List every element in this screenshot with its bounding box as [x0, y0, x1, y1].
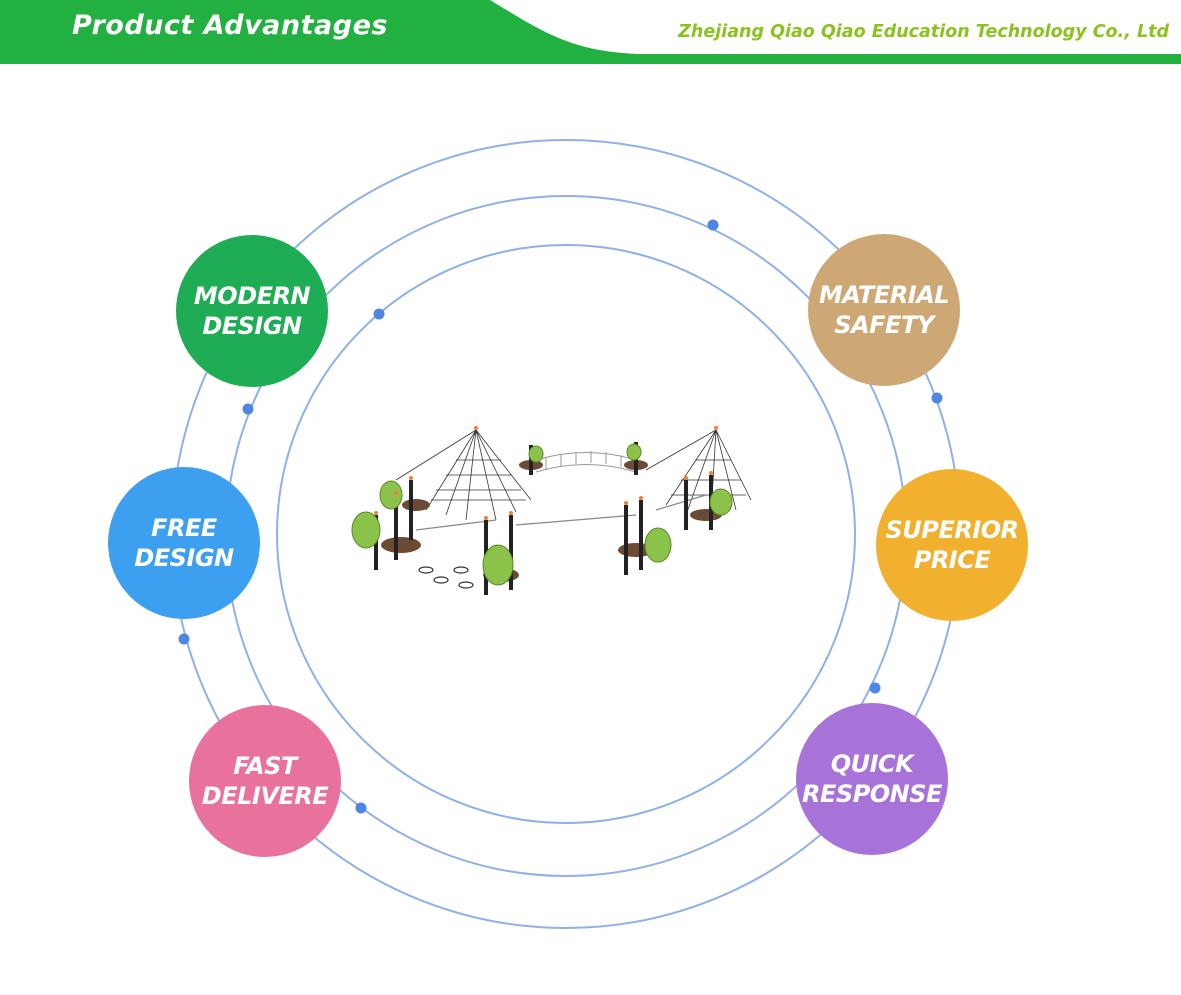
playground-equipment-image — [351, 426, 752, 595]
badge-quick-response: QUICK RESPONSE — [796, 703, 948, 855]
badge-material-safety: MATERIAL SAFETY — [808, 234, 960, 386]
ring-dot — [242, 403, 254, 415]
badge-line2: DELIVERE — [201, 782, 329, 810]
badge-line2: RESPONSE — [802, 780, 942, 808]
badge-line2: DESIGN — [134, 544, 234, 572]
header-banner: Product Advantages Zhejiang Qiao Qiao Ed… — [0, 0, 1181, 64]
badge-fast-delivere: FAST DELIVERE — [189, 705, 341, 857]
ring-dot — [178, 633, 190, 645]
badge-line1: SUPERIOR — [885, 516, 1019, 544]
badge-superior-price: SUPERIOR PRICE — [876, 469, 1028, 621]
badge-modern-design: MODERN DESIGN — [176, 235, 328, 387]
ring-dot — [373, 308, 385, 320]
header-background — [0, 0, 1181, 64]
company-name: Zhejiang Qiao Qiao Education Technology … — [678, 22, 1169, 42]
badge-line2: SAFETY — [834, 311, 934, 339]
badge-line2: DESIGN — [202, 312, 302, 340]
ring-dot — [355, 802, 367, 814]
badge-line1: MODERN — [193, 282, 311, 310]
ring-dot — [869, 682, 881, 694]
badge-line1: FREE — [151, 514, 217, 542]
badge-line1: QUICK — [830, 750, 914, 778]
inner-ring — [276, 244, 856, 824]
page-title: Product Advantages — [72, 10, 388, 41]
badge-line1: FAST — [233, 752, 297, 780]
badge-line2: PRICE — [913, 546, 991, 574]
ring-dot — [707, 219, 719, 231]
ring-dot — [931, 392, 943, 404]
badge-line1: MATERIAL — [818, 281, 950, 309]
badge-free-design: FREE DESIGN — [108, 467, 260, 619]
